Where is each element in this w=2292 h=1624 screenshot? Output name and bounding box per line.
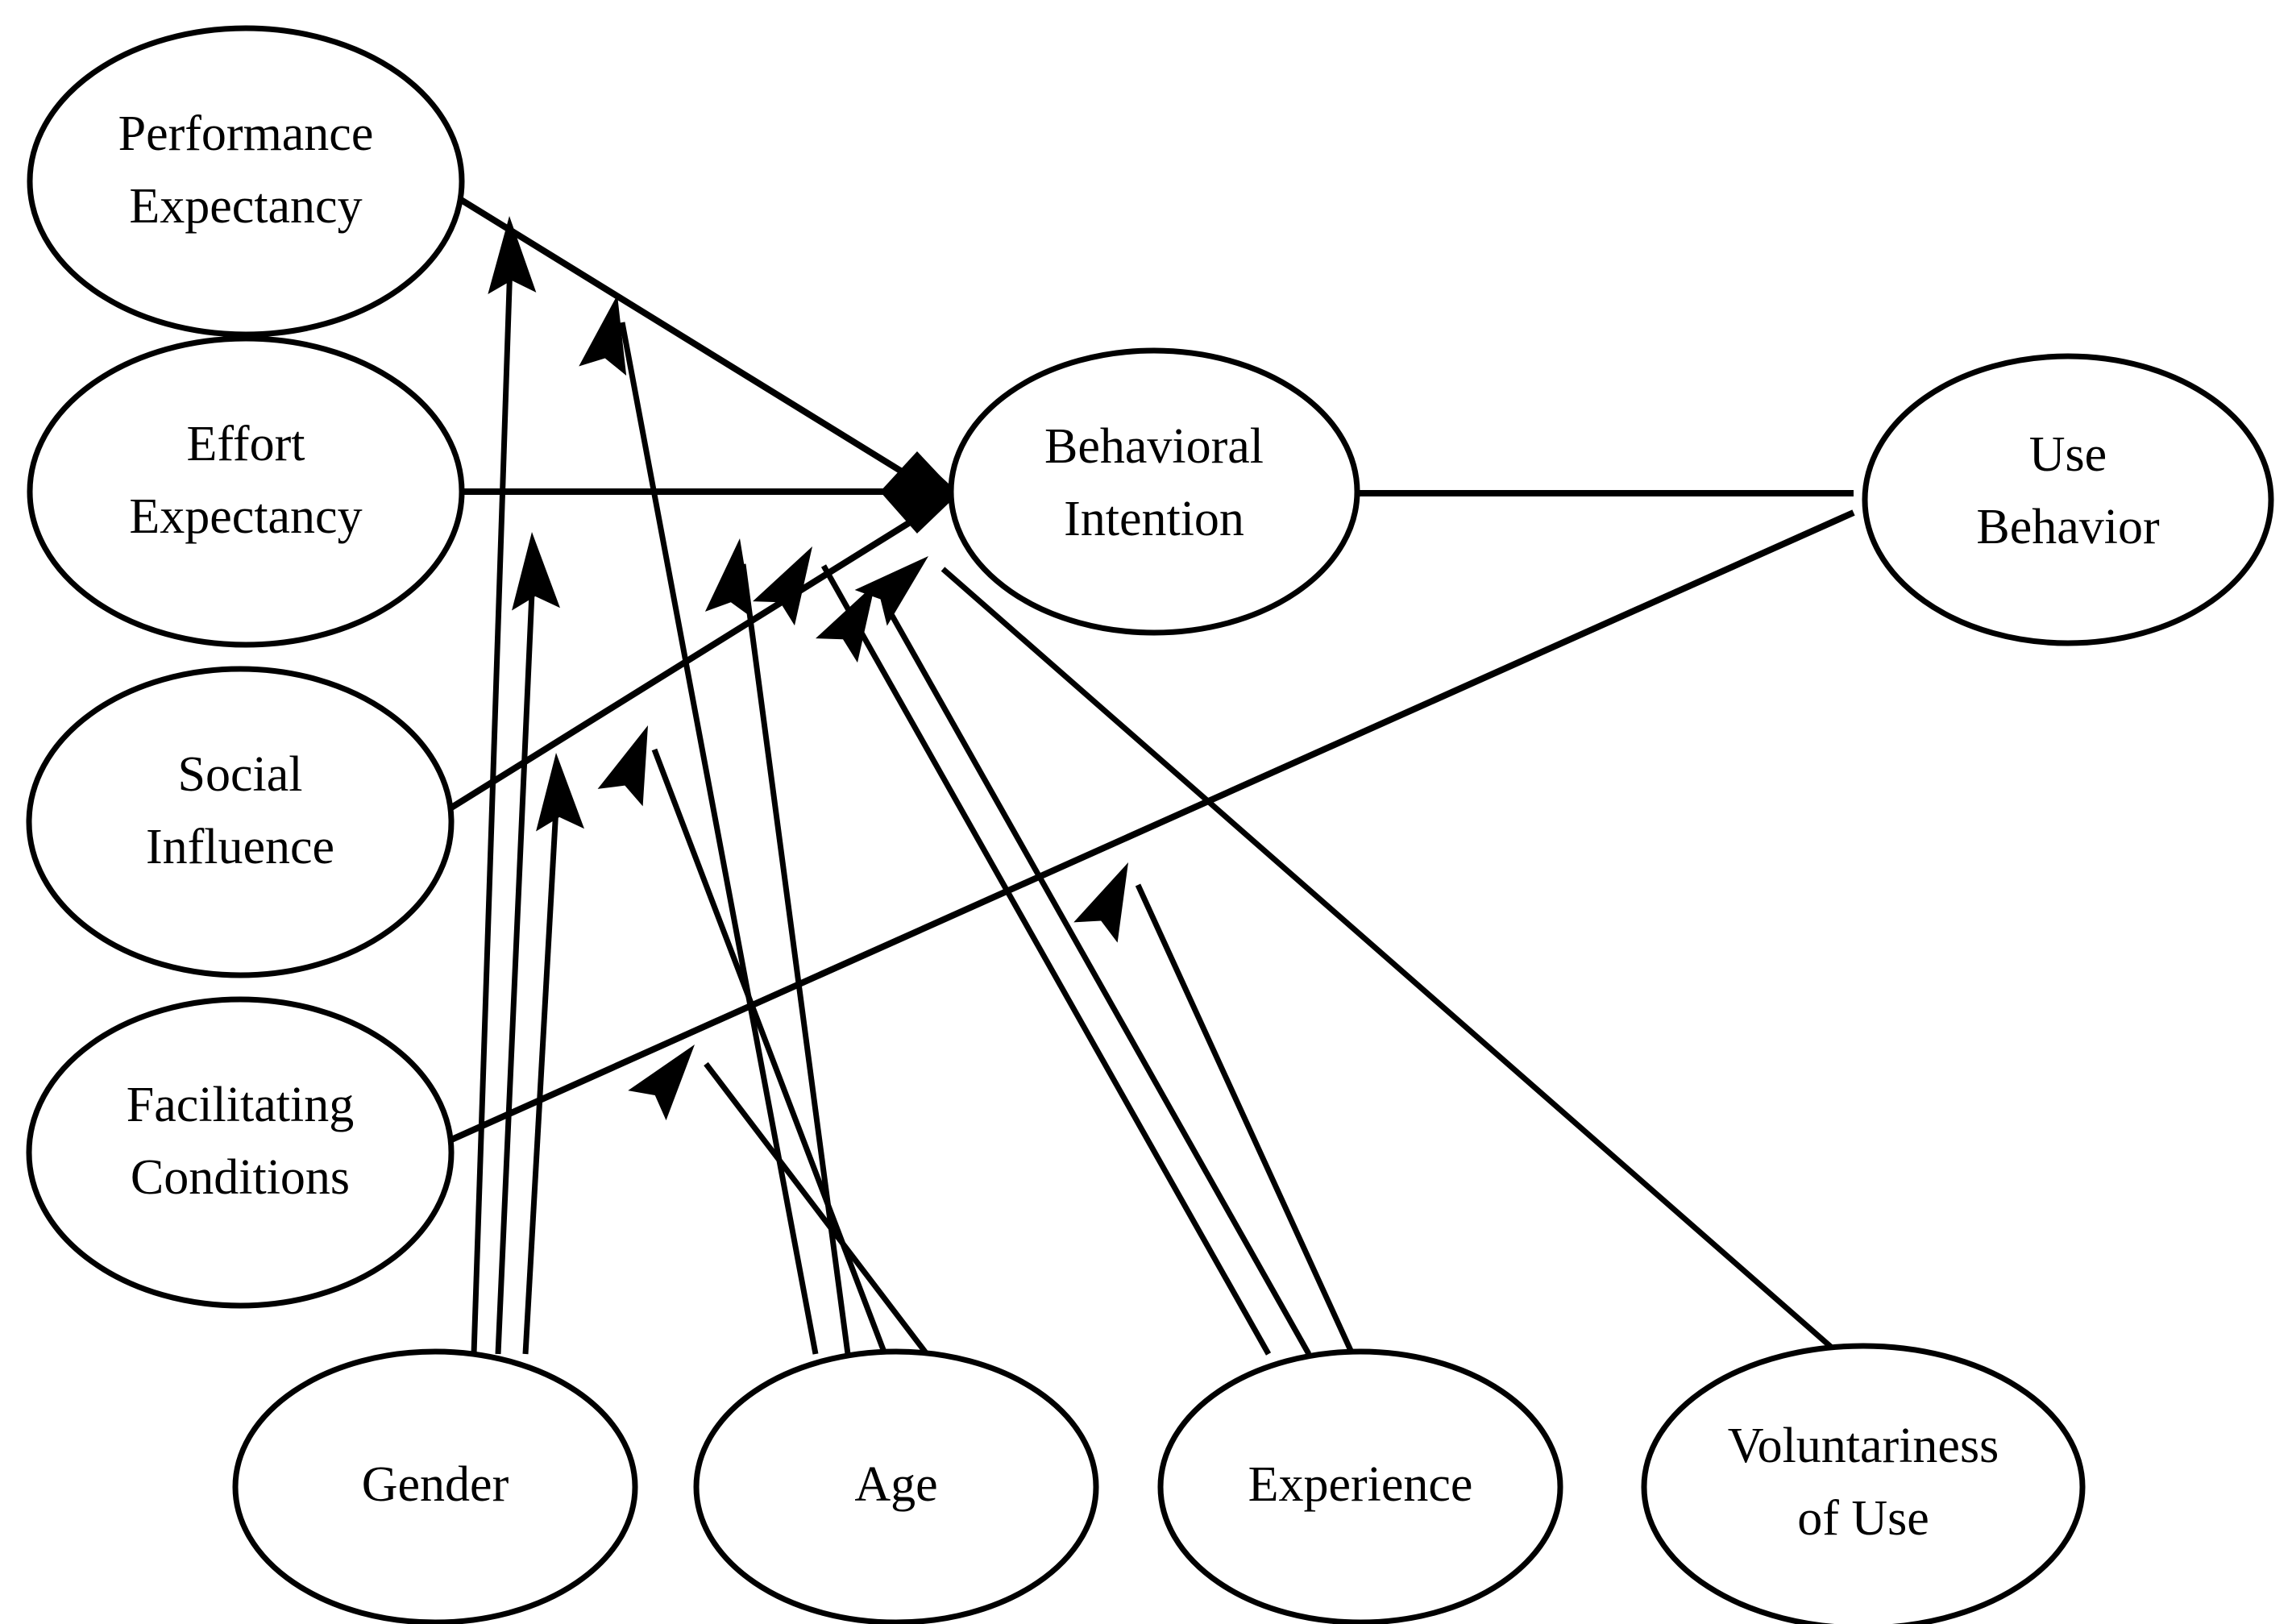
node-age[interactable]: Age (693, 1348, 1099, 1624)
bi-convergence-marker (880, 451, 959, 534)
behavioral-intention-label-line2: Intention (1064, 492, 1244, 546)
gender-label: Gender (362, 1457, 509, 1512)
node-use-behavior[interactable]: Use Behavior (1862, 353, 2274, 646)
moderator-age-pe (579, 295, 819, 1355)
social-influence-label-line2: Influence (146, 820, 334, 874)
use-behavior-shape[interactable] (1862, 353, 2274, 646)
moderator-gender-ee (495, 532, 560, 1355)
node-gender[interactable]: Gender (232, 1348, 638, 1624)
node-voluntariness-of-use[interactable]: Voluntariness of Use (1641, 1343, 2086, 1624)
node-experience[interactable]: Experience (1157, 1348, 1563, 1624)
moderator-gender-pe (471, 216, 537, 1355)
moderator-edges-gender (471, 216, 584, 1355)
moderator-edges-age (579, 295, 929, 1356)
moderator-experience-fc (1073, 862, 1356, 1356)
age-shape[interactable] (693, 1348, 1099, 1624)
experience-shape[interactable] (1157, 1348, 1563, 1624)
moderator-age-si (597, 725, 888, 1356)
use-behavior-label-line2: Behavior (1976, 500, 2160, 554)
performance-expectancy-label-line2: Expectancy (129, 179, 362, 234)
edge-bi-to-ub (1359, 467, 1945, 519)
performance-expectancy-shape[interactable] (27, 25, 465, 338)
moderator-experience-ee (753, 546, 1272, 1356)
moderator-age-fc (628, 1045, 929, 1356)
facilitating-conditions-label-line2: Conditions (131, 1150, 350, 1205)
voluntariness-of-use-shape[interactable] (1641, 1343, 2086, 1624)
voluntariness-of-use-label-line1: Voluntariness (1728, 1418, 1999, 1473)
performance-expectancy-label-line1: Performance (118, 106, 374, 161)
moderator-voluntariness-si (854, 556, 1841, 1356)
effort-expectancy-shape[interactable] (27, 335, 465, 648)
facilitating-conditions-shape[interactable] (26, 996, 455, 1309)
social-influence-label-line1: Social (178, 747, 303, 802)
voluntariness-of-use-label-line2: of Use (1797, 1491, 1929, 1546)
node-social-influence[interactable]: Social Influence (26, 666, 455, 978)
edge-si-to-bi (423, 513, 923, 827)
moderator-gender-si (522, 753, 584, 1355)
node-effort-expectancy[interactable]: Effort Expectancy (27, 335, 465, 648)
node-behavioral-intention[interactable]: Behavioral Intention (948, 347, 1360, 636)
main-edges-group (417, 176, 1945, 1157)
moderator-age-ee (704, 538, 851, 1355)
use-behavior-label-line1: Use (2029, 427, 2107, 482)
node-facilitating-conditions[interactable]: Facilitating Conditions (26, 996, 455, 1309)
moderator-edges-voluntariness (854, 556, 1841, 1356)
experience-label: Experience (1248, 1457, 1473, 1512)
behavioral-intention-label-line1: Behavioral (1044, 419, 1264, 474)
moderator-experience-si (816, 584, 1312, 1356)
behavioral-intention-shape[interactable] (948, 347, 1360, 636)
social-influence-shape[interactable] (26, 666, 455, 978)
effort-expectancy-label-line2: Expectancy (129, 489, 362, 544)
age-label: Age (854, 1457, 937, 1512)
node-performance-expectancy[interactable]: Performance Expectancy (27, 25, 465, 338)
moderator-edges-experience (753, 546, 1356, 1356)
effort-expectancy-label-line1: Effort (187, 417, 305, 471)
gender-shape[interactable] (232, 1348, 638, 1624)
facilitating-conditions-label-line1: Facilitating (127, 1078, 354, 1132)
edge-pe-to-bi (425, 176, 921, 485)
